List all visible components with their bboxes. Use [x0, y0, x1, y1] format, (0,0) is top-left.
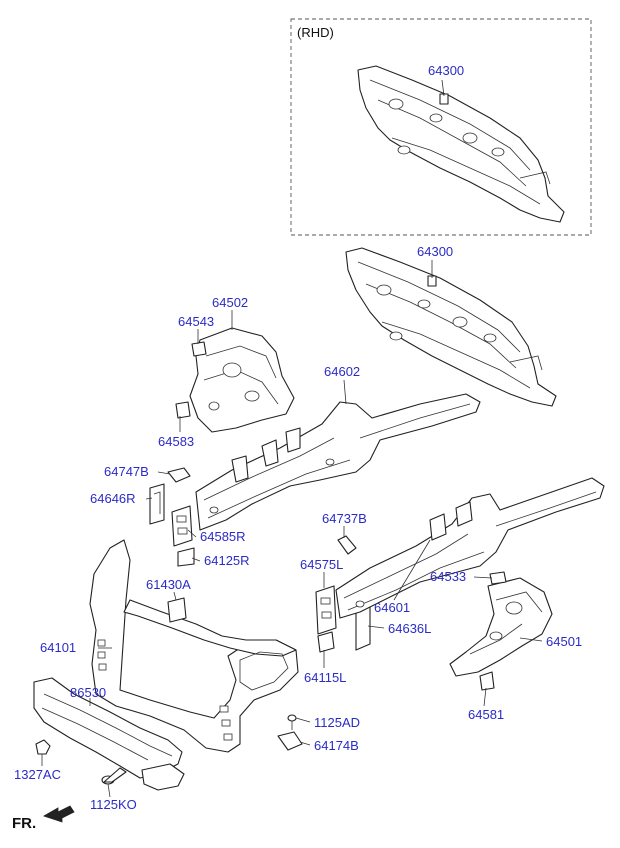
part-label-64300[interactable]: 64300 — [417, 244, 453, 259]
part-label-64636L[interactable]: 64636L — [388, 621, 431, 636]
bracket-64174B-drawing — [277, 731, 303, 751]
rhd-label: (RHD) — [297, 25, 334, 40]
dash-panel-drawing — [345, 247, 557, 407]
fender-apron-right-drawing — [175, 327, 295, 433]
part-label-64300-rhd[interactable]: 64300 — [428, 63, 464, 78]
part-label-64581[interactable]: 64581 — [468, 707, 504, 722]
bracket-64125R-drawing — [177, 547, 195, 567]
rhd-frame — [290, 18, 592, 236]
reinforcement-64575L-drawing — [315, 585, 337, 635]
part-label-64501[interactable]: 64501 — [546, 634, 582, 649]
part-label-64747B[interactable]: 64747B — [104, 464, 149, 479]
reinforcement-64585R-drawing — [171, 505, 193, 547]
part-label-1125KO[interactable]: 1125KO — [90, 797, 137, 812]
side-member-left-drawing — [335, 477, 605, 619]
bumper-beam-drawing — [33, 677, 185, 791]
part-label-64575L[interactable]: 64575L — [300, 557, 343, 572]
dash-panel-rhd-drawing — [357, 65, 565, 223]
part-label-64502[interactable]: 64502 — [212, 295, 248, 310]
front-end-carrier-drawing — [89, 539, 299, 753]
part-label-64125R[interactable]: 64125R — [204, 553, 250, 568]
leader-lines — [41, 79, 543, 798]
part-label-64601[interactable]: 64601 — [374, 600, 410, 615]
part-label-64101[interactable]: 64101 — [40, 640, 76, 655]
part-label-61430A[interactable]: 61430A — [146, 577, 191, 592]
part-label-64115L[interactable]: 64115L — [304, 670, 346, 685]
part-label-64602[interactable]: 64602 — [324, 364, 360, 379]
side-member-right-drawing — [195, 393, 481, 531]
front-direction-indicator: FR. — [12, 805, 75, 832]
front-arrow-icon — [43, 805, 75, 823]
part-label-64585R[interactable]: 64585R — [200, 529, 246, 544]
part-label-86530[interactable]: 86530 — [70, 685, 106, 700]
fender-apron-left-drawing — [449, 571, 553, 691]
part-label-64533[interactable]: 64533 — [430, 569, 466, 584]
part-label-64543[interactable]: 64543 — [178, 314, 214, 329]
part-label-64737B[interactable]: 64737B — [322, 511, 367, 526]
reinforcement-64646R-drawing — [149, 483, 165, 525]
bracket-64747B-drawing — [167, 467, 191, 483]
part-label-1125AD[interactable]: 1125AD — [314, 715, 360, 730]
bolt-1125KO-drawing — [101, 767, 127, 785]
part-labels: 64300 64300 64502 64543 64583 64602 6474… — [14, 63, 582, 812]
part-label-64646R[interactable]: 64646R — [90, 491, 136, 506]
bolt-1125AD-drawing — [287, 714, 297, 730]
part-label-1327AC[interactable]: 1327AC — [14, 767, 61, 782]
part-label-64583[interactable]: 64583 — [158, 434, 194, 449]
part-label-64174B[interactable]: 64174B — [314, 738, 359, 753]
bracket-64115L-drawing — [317, 631, 335, 653]
front-label: FR. — [12, 815, 36, 832]
bracket-64737B-drawing — [337, 535, 357, 555]
nut-1327AC-drawing — [35, 739, 51, 755]
